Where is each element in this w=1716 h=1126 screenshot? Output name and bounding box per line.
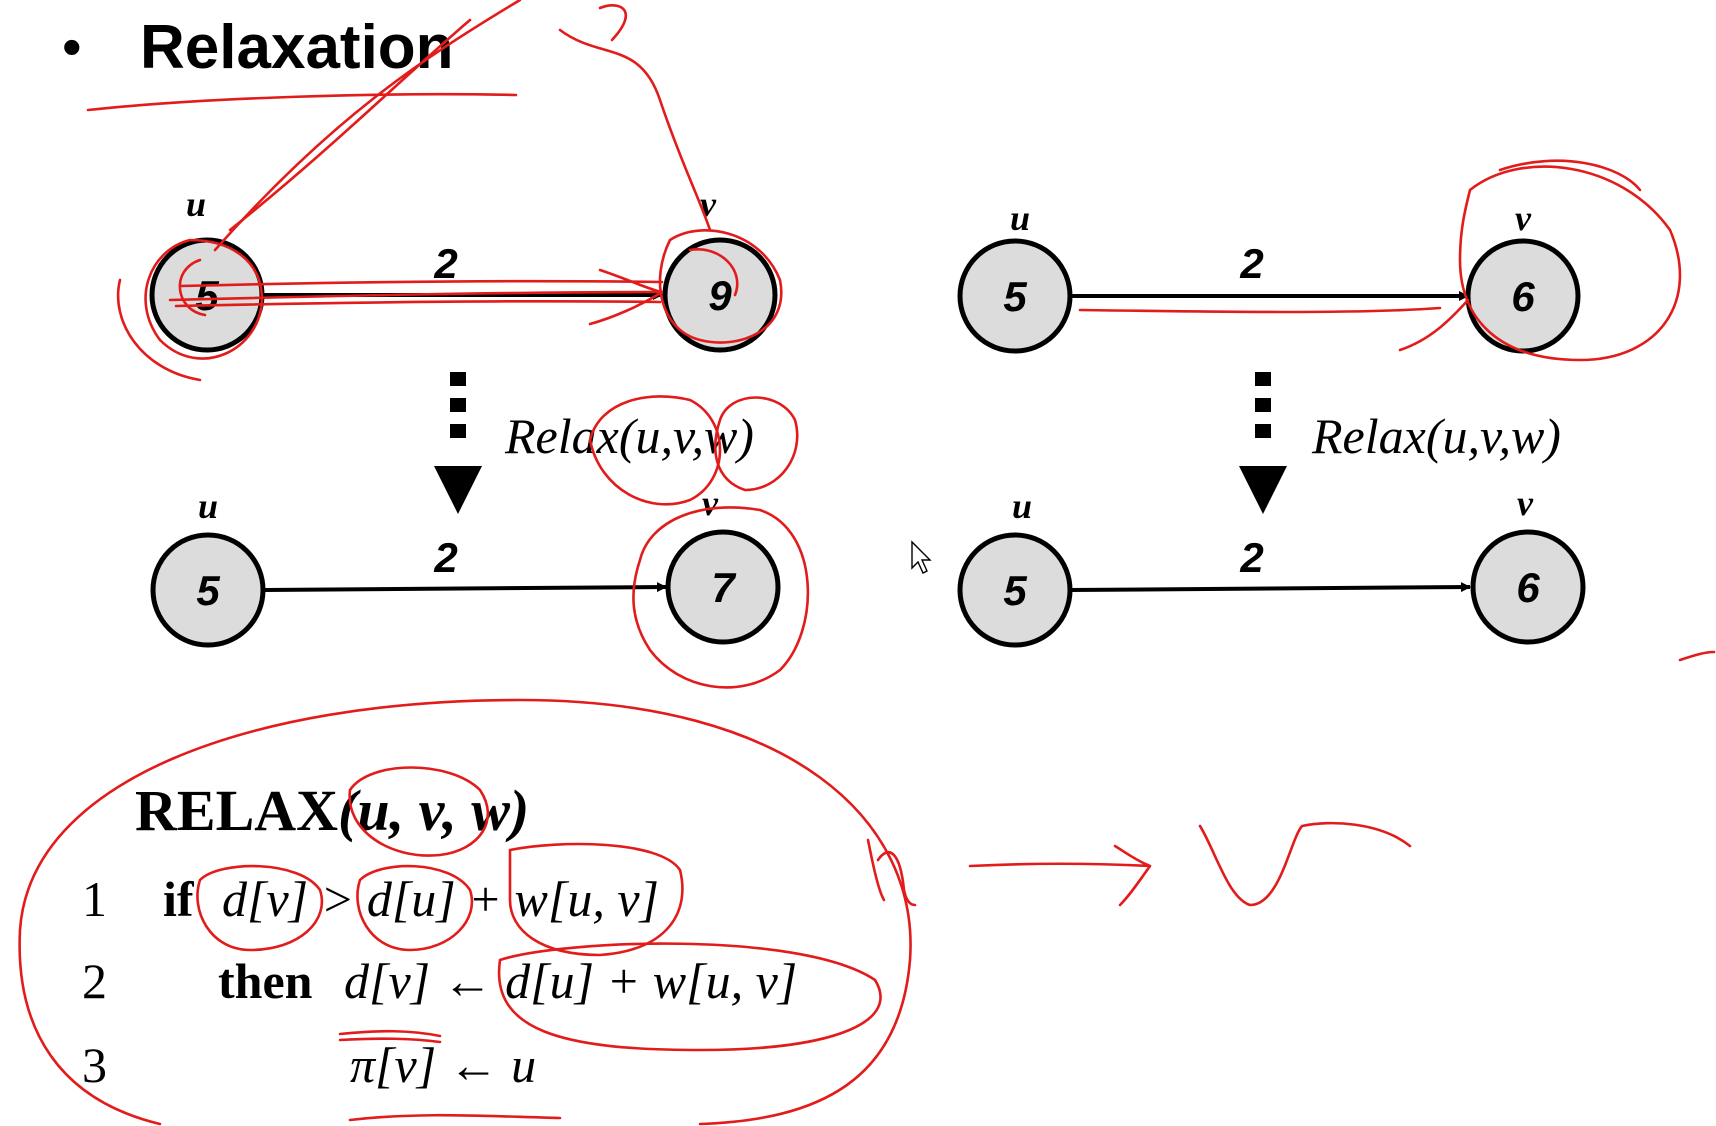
line-number-3: 3 (82, 1037, 107, 1093)
title-bullet: • (62, 15, 82, 78)
right-before-node-u (957, 238, 1073, 354)
left-after-node-v (665, 529, 781, 645)
handwritten-annotations (18, 0, 1716, 1126)
right-before-weight: 2 (1239, 240, 1263, 287)
left-after-graph: u v 2 5 7 (150, 483, 781, 648)
right-after-v-value: 6 (1516, 564, 1540, 611)
line-1-code: d[v] > d[u] + w[u, v] (222, 871, 659, 927)
left-before-u-name: u (186, 184, 206, 224)
left-before-graph: u v 2 5 9 (149, 184, 778, 353)
right-before-v-value: 6 (1511, 273, 1535, 320)
right-before-u-value: 5 (1003, 273, 1027, 320)
procedure-params: (u, v, w) (338, 778, 529, 843)
left-after-v-name: v (702, 483, 719, 523)
line-number-1: 1 (82, 871, 107, 927)
right-relax-call: Relax(u,v,w) (1311, 408, 1561, 464)
right-after-u-name: u (1012, 486, 1032, 526)
left-after-edge (263, 582, 667, 593)
left-after-weight: 2 (433, 534, 457, 581)
right-before-u-name: u (1010, 198, 1030, 238)
line-1-keyword: if (163, 871, 195, 927)
right-transition-arrow (1239, 372, 1287, 514)
right-after-u-value: 5 (1003, 567, 1027, 614)
right-before-graph: u v 2 5 6 (957, 198, 1581, 354)
relax-procedure: RELAX(u, v, w) 1 if d[v] > d[u] + w[u, v… (82, 778, 797, 1093)
left-after-u-name: u (198, 486, 218, 526)
line-2-keyword: then (218, 953, 313, 1009)
procedure-header: RELAX(u, v, w) (135, 778, 529, 843)
left-diagram: u v 2 5 9 Relax(u,v,w) u v 2 5 7 (149, 184, 781, 648)
left-before-u-value: 5 (195, 272, 219, 319)
line-2-code: d[v] ← d[u] + w[u, v] (344, 953, 797, 1009)
slide-title: Relaxation (140, 13, 454, 82)
right-after-node-u (957, 532, 1073, 648)
right-after-weight: 2 (1239, 534, 1263, 581)
left-before-v-name: v (700, 184, 717, 224)
left-before-node-v (662, 237, 778, 353)
procedure-name: RELAX (135, 778, 338, 843)
left-before-weight: 2 (433, 240, 457, 287)
left-after-u-value: 5 (196, 567, 220, 614)
right-after-node-v (1470, 529, 1586, 645)
left-transition-arrow (434, 372, 482, 514)
line-3-code: π[v] ← u (350, 1037, 536, 1093)
right-before-v-name: v (1515, 198, 1532, 238)
line-number-2: 2 (82, 953, 107, 1009)
left-after-v-value: 7 (711, 564, 736, 611)
right-diagram: u v 2 5 6 Relax(u,v,w) u v 2 5 6 (957, 198, 1586, 648)
right-after-v-name: v (1517, 483, 1534, 523)
right-after-edge (1069, 582, 1471, 593)
left-before-v-value: 9 (708, 272, 732, 319)
right-after-graph: u v 2 5 6 (957, 483, 1586, 648)
left-relax-call: Relax(u,v,w) (504, 408, 754, 464)
mouse-cursor-icon (911, 540, 932, 574)
left-after-node-u (150, 532, 266, 648)
